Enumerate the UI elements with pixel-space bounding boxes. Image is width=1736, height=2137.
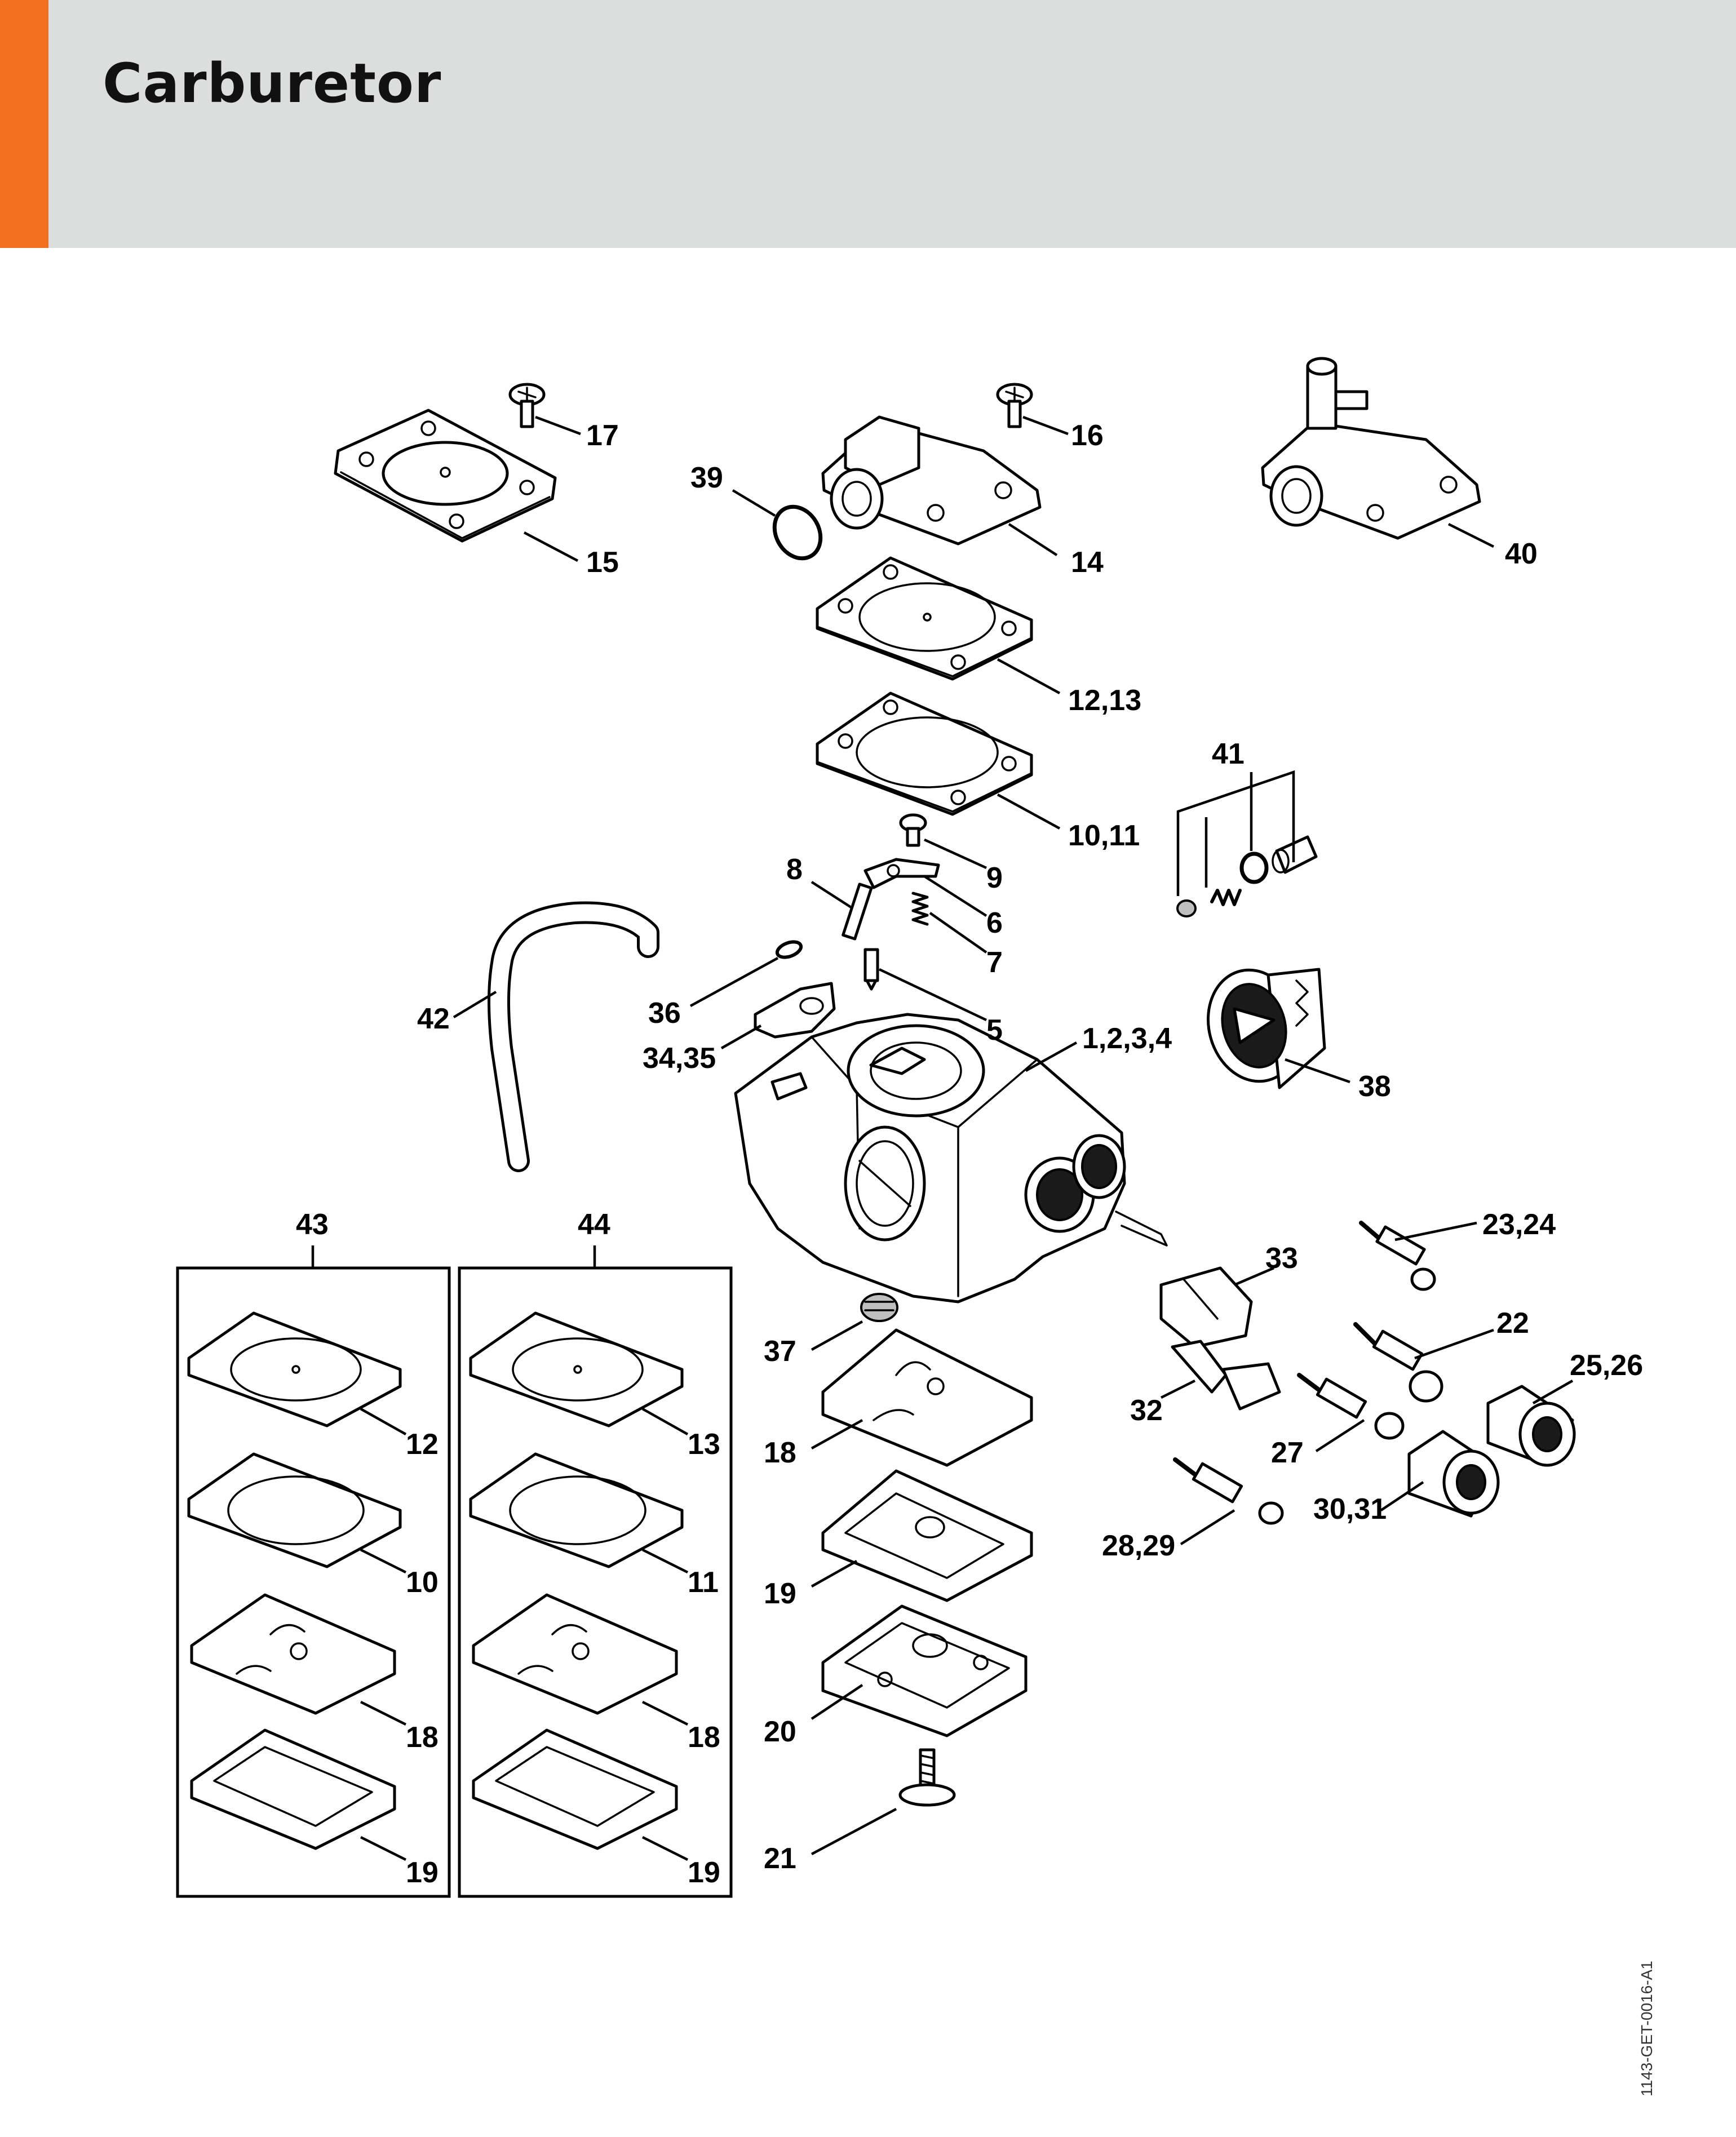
callout-42: 42 [417, 1003, 450, 1035]
kit-44-callout-19: 19 [688, 1856, 720, 1889]
kit-43-diaphragm [187, 1311, 402, 1427]
kit-44-metering-gasket [472, 1593, 678, 1715]
callout-18: 18 [764, 1437, 796, 1469]
header-bar [0, 0, 1736, 248]
callout-36: 36 [648, 997, 681, 1030]
callout-8: 8 [786, 853, 803, 886]
kit-43-metering-gasket [190, 1593, 396, 1715]
kit-44-callout-13: 13 [688, 1428, 720, 1461]
page-title: Carburetor [103, 52, 442, 115]
callout-12-13: 12,13 [1068, 684, 1141, 717]
part-23-24-adjusting-needle [1359, 1221, 1436, 1291]
part-6-lever [863, 858, 940, 889]
part-15-cover-plate [334, 409, 557, 543]
part-32-needle-housing [1171, 1340, 1281, 1411]
callout-28-29: 28,29 [1102, 1529, 1175, 1562]
accent-bar [0, 0, 48, 248]
kit-43-gasket-19 [190, 1728, 396, 1850]
kit-44-gasket [469, 1452, 684, 1568]
part-9-screw [899, 813, 927, 847]
callout-25-26: 25,26 [1570, 1349, 1643, 1382]
callout-15: 15 [586, 546, 619, 579]
callout-39: 39 [690, 462, 723, 494]
callout-14: 14 [1071, 546, 1104, 579]
kit-43-gasket [187, 1452, 402, 1568]
callout-41: 41 [1212, 738, 1245, 770]
callout-20: 20 [764, 1715, 796, 1748]
part-28-29-adjusting-needle [1173, 1457, 1284, 1525]
document-code: 1143-GET-0016-A1 [1638, 1961, 1655, 2096]
callout-1-4: 1,2,3,4 [1082, 1022, 1172, 1055]
part-40-pump-cover-alt [1261, 357, 1481, 540]
callout-30-31: 30,31 [1313, 1493, 1387, 1526]
callout-22: 22 [1496, 1307, 1529, 1340]
part-18-metering-gasket [821, 1328, 1033, 1467]
part-25-26-limiter-cap [1486, 1385, 1576, 1467]
part-42-fuel-hose [488, 901, 659, 1172]
callout-19: 19 [764, 1577, 796, 1610]
part-34-35-throttle-lever [754, 982, 836, 1039]
callout-32: 32 [1130, 1394, 1163, 1427]
leader-lines [311, 415, 1574, 1861]
callout-37: 37 [764, 1335, 796, 1368]
callout-16: 16 [1071, 419, 1104, 452]
part-10-11-gasket [816, 691, 1033, 816]
kit-44-gasket-19 [472, 1728, 678, 1850]
part-22-adjusting-needle [1353, 1322, 1443, 1403]
part-38-housing-cup [1207, 968, 1326, 1089]
callout-6: 6 [986, 907, 1003, 939]
part-30-31-limiter-cap [1407, 1430, 1500, 1518]
callout-44: 44 [578, 1208, 610, 1241]
kit-43-callout-10: 10 [406, 1566, 439, 1599]
kit-43-callout-12: 12 [406, 1428, 439, 1461]
part-36-spring-clip [775, 940, 803, 959]
part-14-pump-cover [821, 415, 1042, 546]
kit-44-diaphragm [469, 1311, 684, 1427]
kit-44-callout-18: 18 [688, 1721, 720, 1754]
callout-5: 5 [986, 1014, 1003, 1047]
callout-33: 33 [1265, 1242, 1298, 1275]
kit-43-callout-18: 18 [406, 1721, 439, 1754]
callout-34-35: 34,35 [643, 1042, 716, 1075]
part-37-strainer [860, 1293, 898, 1322]
part-8-shaft [842, 883, 873, 941]
part-16-screw [996, 383, 1033, 428]
part-20-end-cover [821, 1604, 1028, 1737]
part-21-screw [898, 1748, 956, 1807]
callout-9: 9 [986, 862, 1003, 894]
callout-23-24: 23,24 [1482, 1208, 1556, 1241]
part-27-adjusting-needle [1297, 1373, 1405, 1440]
part-7-spring [911, 892, 929, 926]
part-12-13-diaphragm [816, 556, 1033, 681]
callout-10-11: 10,11 [1068, 819, 1140, 852]
part-41-filter-parts [1176, 835, 1318, 917]
callout-43: 43 [296, 1208, 329, 1241]
part-33-sleeve [1159, 1266, 1253, 1349]
callout-27: 27 [1271, 1437, 1304, 1469]
kit-43-callout-19: 19 [406, 1856, 439, 1889]
part-17-screw [508, 383, 546, 428]
callout-21: 21 [764, 1842, 796, 1875]
part-19-gasket [821, 1469, 1033, 1602]
callout-17: 17 [586, 419, 619, 452]
callout-38: 38 [1358, 1070, 1391, 1103]
kit-44-callout-11: 11 [688, 1566, 719, 1599]
part-5-inlet-needle [863, 948, 879, 991]
part-1-4-carburetor-body [734, 1013, 1168, 1304]
part-39-o-ring [772, 504, 823, 561]
callout-40: 40 [1505, 538, 1538, 570]
callout-7: 7 [986, 946, 1003, 979]
